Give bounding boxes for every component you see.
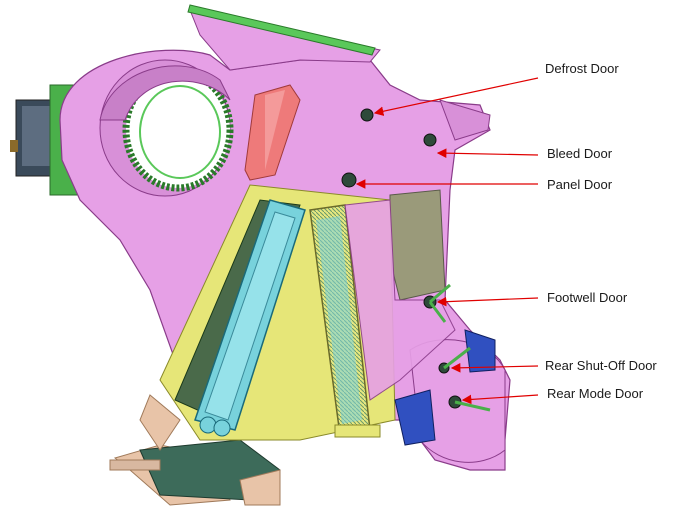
evaporator-core [194,199,306,437]
rear-mode-door-label: Rear Mode Door [547,386,644,401]
blower-wheel [99,59,234,197]
defrost-arrow [373,77,539,116]
bleed-arrow [436,148,539,158]
lower-drain-assembly [109,394,281,506]
rear-mode-arrow [461,394,539,405]
callout-arrows [355,77,539,405]
heater-core [309,204,381,438]
door-pivots [341,108,491,412]
panel-door-label: Panel Door [547,177,613,192]
defrost-door-label: Defrost Door [545,61,619,76]
footwell-arrow [436,296,539,307]
linkage-arm [244,84,301,181]
rear-shutoff-arrow [450,363,539,373]
rear-shutoff-door-label: Rear Shut-Off Door [545,358,657,373]
bleed-door-label: Bleed Door [547,146,613,161]
footwell-door-label: Footwell Door [547,290,628,305]
rear-actuator [394,329,496,446]
housing-side-panel [344,199,456,401]
